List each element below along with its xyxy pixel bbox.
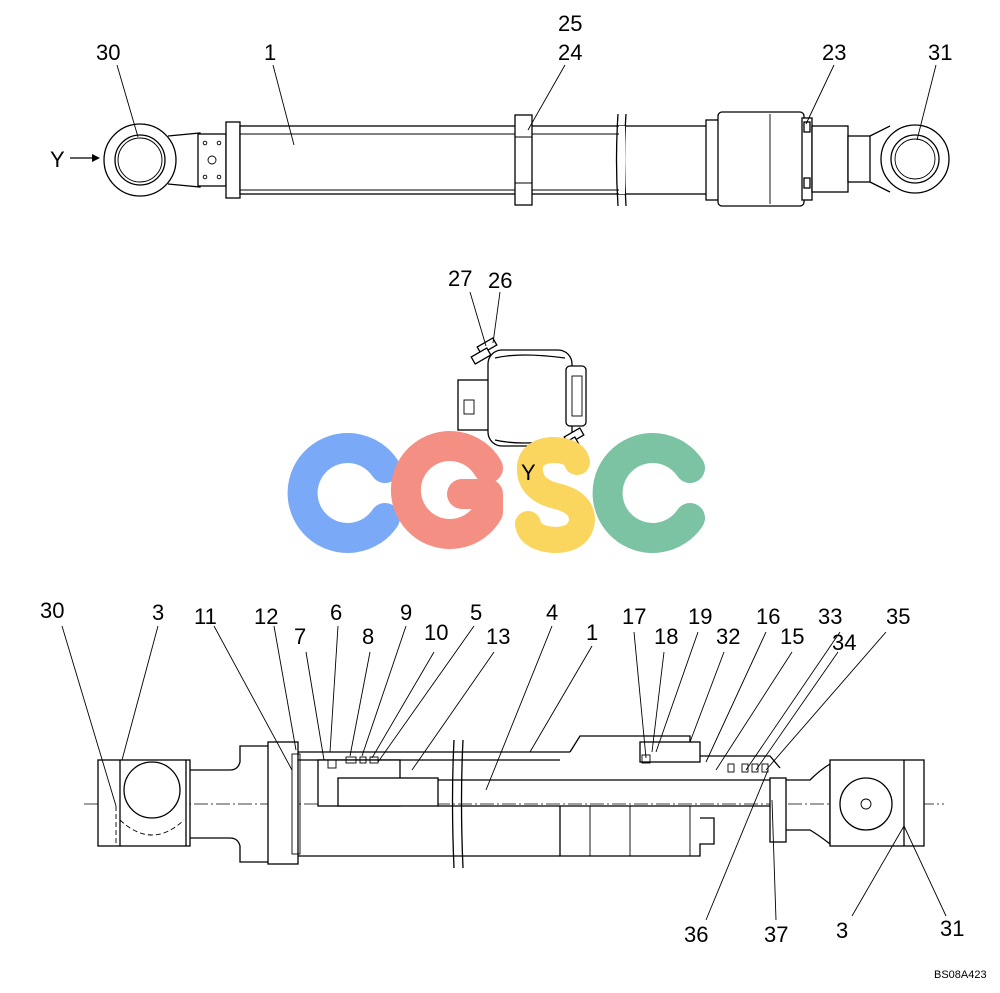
callout-27: 27 xyxy=(448,266,472,291)
watermark-letter-1 xyxy=(287,433,400,553)
callout-23-top: 23 xyxy=(822,40,846,65)
callout-13: 13 xyxy=(486,624,510,649)
callout-8: 8 xyxy=(362,624,374,649)
callout-31-top: 31 xyxy=(928,40,952,65)
rod-end-eye-left xyxy=(103,121,241,199)
callout-11: 11 xyxy=(194,604,217,629)
callout-18: 18 xyxy=(654,624,678,649)
callout-5: 5 xyxy=(470,600,482,625)
callout-30-bottom: 30 xyxy=(40,598,64,623)
callout-12: 12 xyxy=(254,604,278,629)
callout-4: 4 xyxy=(546,600,558,625)
watermark-logo xyxy=(287,431,705,554)
callout-31-bottom: 31 xyxy=(940,916,964,941)
callout-1-top: 1 xyxy=(264,40,276,65)
watermark-letter-3 xyxy=(515,436,596,554)
callout-30-top: 30 xyxy=(96,40,120,65)
callout-16: 16 xyxy=(756,604,780,629)
callout-33: 33 xyxy=(818,604,842,629)
rod-end-eye-right xyxy=(847,124,950,194)
top-cylinder-view: 30 1 25 24 23 31 Y xyxy=(50,11,952,207)
callout-19: 19 xyxy=(688,604,712,629)
view-y-label: Y xyxy=(50,147,65,172)
callout-15: 15 xyxy=(780,624,804,649)
callout-24-top: 24 xyxy=(558,40,582,65)
callout-32: 32 xyxy=(716,624,740,649)
pipe-clamp-band xyxy=(514,114,533,206)
callout-17: 17 xyxy=(622,604,646,629)
sectional-cylinder-view: 30 3 11 12 7 6 8 9 10 5 13 4 1 17 18 19 … xyxy=(40,598,964,947)
cylinder-barrel xyxy=(239,113,721,207)
callout-36: 36 xyxy=(684,922,708,947)
callout-10: 10 xyxy=(424,620,448,645)
callout-9: 9 xyxy=(400,600,412,625)
callout-35: 35 xyxy=(886,604,910,629)
drawing-code: BS08A423 xyxy=(934,969,987,981)
callout-6: 6 xyxy=(330,600,342,625)
callout-3-bottom-left: 3 xyxy=(152,600,164,625)
callout-3-bottom-right: 3 xyxy=(836,918,848,943)
watermark-letter-2 xyxy=(390,431,503,549)
view-y-caption: Y xyxy=(521,460,536,485)
callout-26: 26 xyxy=(488,268,512,293)
callout-34: 34 xyxy=(832,630,856,655)
callout-37: 37 xyxy=(764,922,788,947)
callout-7: 7 xyxy=(294,624,306,649)
cylinder-head xyxy=(705,111,849,207)
callout-1-bottom: 1 xyxy=(586,620,598,645)
view-y-detail: 27 26 xyxy=(448,266,587,454)
callout-25-top: 25 xyxy=(558,11,582,36)
watermark-letter-4 xyxy=(592,433,705,553)
